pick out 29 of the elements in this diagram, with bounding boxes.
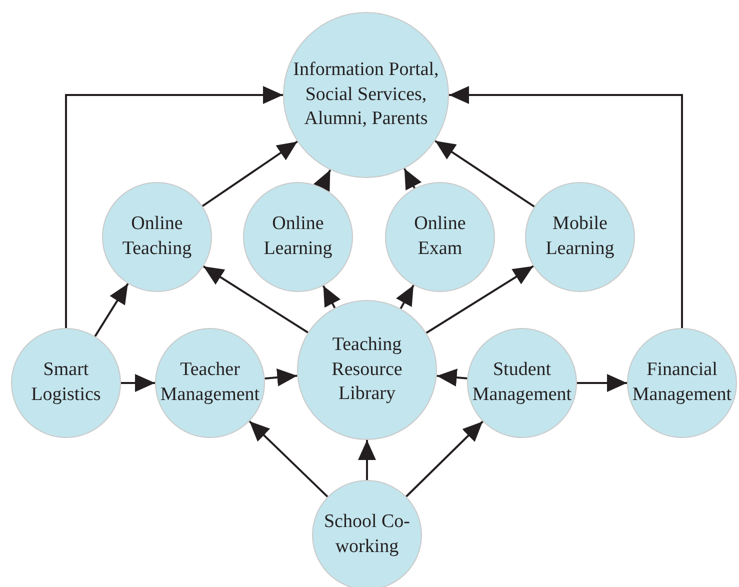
arrow [404, 168, 422, 190]
node-label: Online Teaching [121, 212, 193, 261]
arrow [121, 374, 155, 392]
arrow [358, 440, 376, 480]
arrow [436, 368, 468, 386]
arrow [313, 169, 332, 192]
arrow [449, 86, 683, 328]
arrow [406, 420, 484, 498]
arrow [396, 284, 414, 310]
node-label: Online Learning [262, 212, 334, 261]
arrow [202, 266, 308, 334]
node-label: Student Management [471, 358, 573, 407]
node-label: Information Portal, Social Services, Alumni, Parents [292, 58, 440, 132]
arrow [264, 368, 298, 386]
arrow [202, 140, 298, 207]
arrow [248, 420, 328, 498]
node-label: Online Exam [413, 212, 467, 261]
arrow [322, 285, 341, 308]
arrow [426, 265, 534, 334]
arrow [577, 374, 627, 392]
node-label: Mobile Learning [544, 212, 616, 261]
node-label: Teacher Management [159, 358, 261, 407]
node-label: Teaching Resource Library [330, 332, 404, 406]
arrow [65, 86, 283, 328]
node-label: Financial Management [631, 358, 733, 407]
arrow [94, 283, 129, 337]
node-label: Smart Logistics [30, 358, 102, 407]
arrow [434, 140, 535, 208]
node-label: School Co-working [322, 510, 412, 559]
